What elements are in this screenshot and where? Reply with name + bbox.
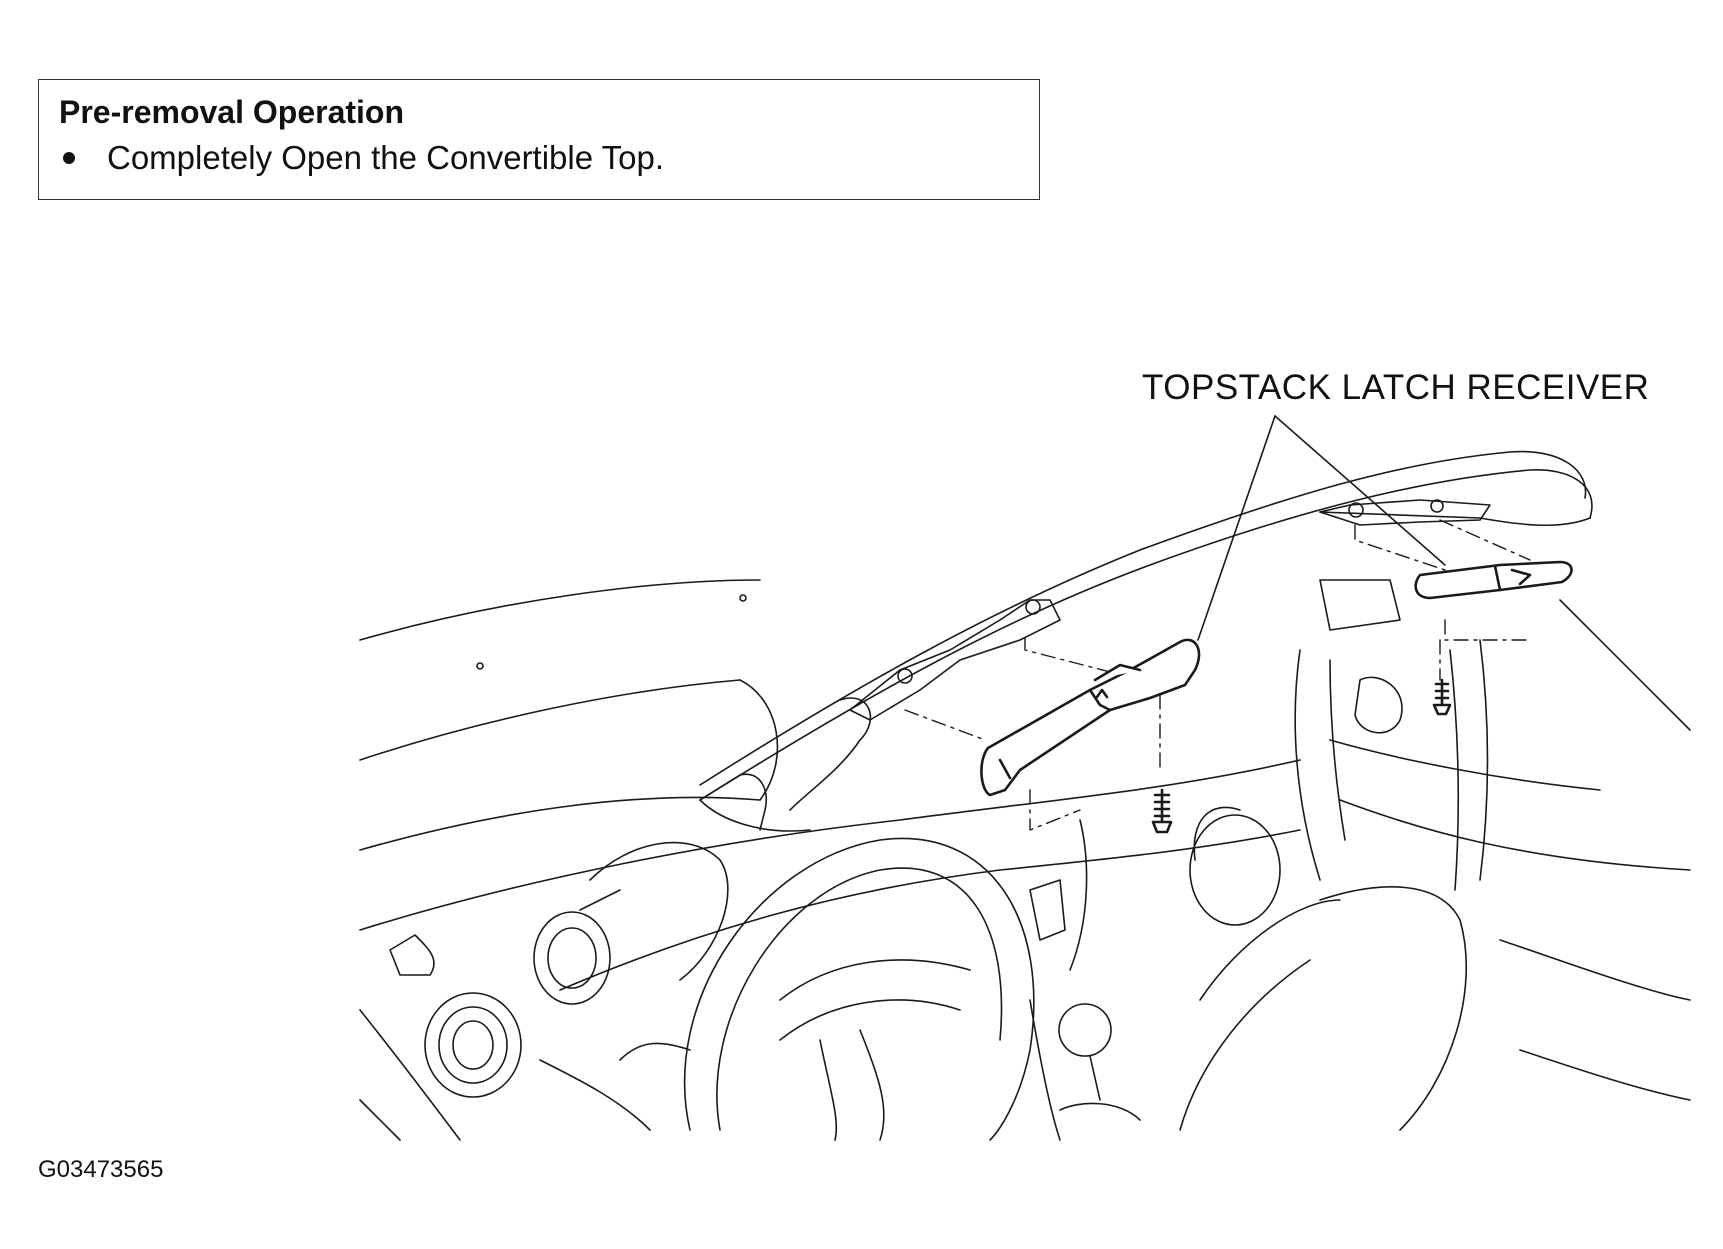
dashboard-top (359, 759, 1301, 991)
bolt-right (1432, 678, 1452, 716)
figure-id: G03473565 (38, 1156, 164, 1183)
bullet-icon (63, 152, 75, 164)
lower-console (359, 999, 1061, 1141)
left-air-vent (389, 934, 522, 1098)
left-a-pillar (359, 579, 872, 851)
steering-wheel (683, 837, 1035, 1141)
shift-knob (1058, 1003, 1141, 1121)
windshield-header (699, 450, 1593, 832)
pre-removal-note-box: Pre-removal Operation Completely Open th… (38, 79, 1040, 200)
topstack-latch-receiver-left (980, 638, 1201, 797)
callout-topstack-latch-receiver: TOPSTACK LATCH RECEIVER (1142, 368, 1650, 407)
topstack-latch-receiver-right (1414, 560, 1573, 600)
callout-leader-lines (1197, 415, 1446, 641)
right-speaker (1189, 806, 1281, 926)
bolt-left (1151, 788, 1173, 834)
note-list-item: Completely Open the Convertible Top. (59, 138, 1019, 178)
right-door-panel (1294, 579, 1691, 891)
instrument-cluster (533, 841, 729, 1005)
left-header-bracket (849, 599, 1061, 721)
note-item-text: Completely Open the Convertible Top. (107, 139, 665, 176)
note-title: Pre-removal Operation (59, 94, 404, 130)
passenger-seat (1179, 886, 1691, 1131)
right-header-bracket (1319, 499, 1491, 526)
note-list: Completely Open the Convertible Top. (59, 138, 1019, 178)
